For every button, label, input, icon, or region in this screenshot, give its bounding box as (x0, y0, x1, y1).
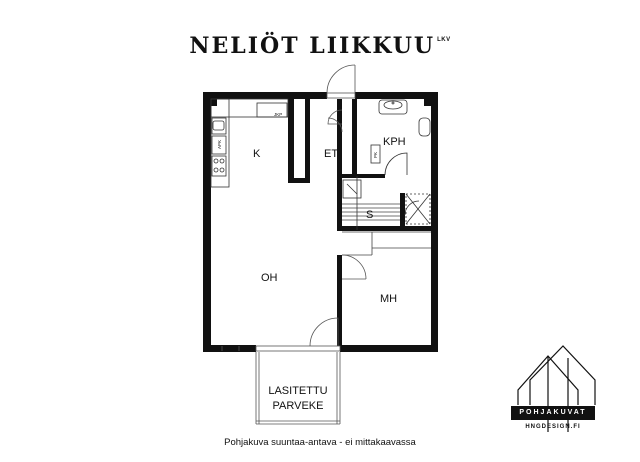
logo-url: HNGDESIGN.FI (525, 424, 581, 430)
wardrobe (342, 231, 431, 256)
outer-walls (203, 92, 438, 352)
pk-label: PK (373, 152, 378, 158)
apk-label: APK (217, 140, 222, 149)
room-label-kph: KPH (383, 136, 406, 148)
room-label-et: ET (324, 148, 338, 160)
entrance-door (326, 64, 356, 133)
mh-door (341, 254, 367, 280)
brand-name: NELIÖT LIIKKUU (189, 33, 436, 59)
bathroom-fixtures (342, 99, 431, 230)
room-label-k: K (253, 148, 261, 160)
room-label-balcony-2: PARVEKE (273, 400, 324, 412)
room-label-oh: OH (261, 272, 278, 284)
jkp-label: JKP (274, 112, 282, 117)
disclaimer-caption: Pohjakuva suuntaa-antava - ei mittakaava… (224, 437, 416, 448)
logo-name: POHJAKUVAT (511, 406, 595, 420)
kitchen-counters (210, 98, 289, 188)
room-label-s: S (366, 209, 373, 221)
interior-walls (288, 99, 431, 347)
brand-sup: LKV (437, 37, 451, 43)
sauna-benches (342, 203, 400, 221)
room-label-balcony-1: LASITETTU (268, 385, 327, 397)
room-label-mh: MH (380, 293, 397, 305)
balcony (255, 352, 341, 425)
balcony-door (221, 317, 341, 352)
